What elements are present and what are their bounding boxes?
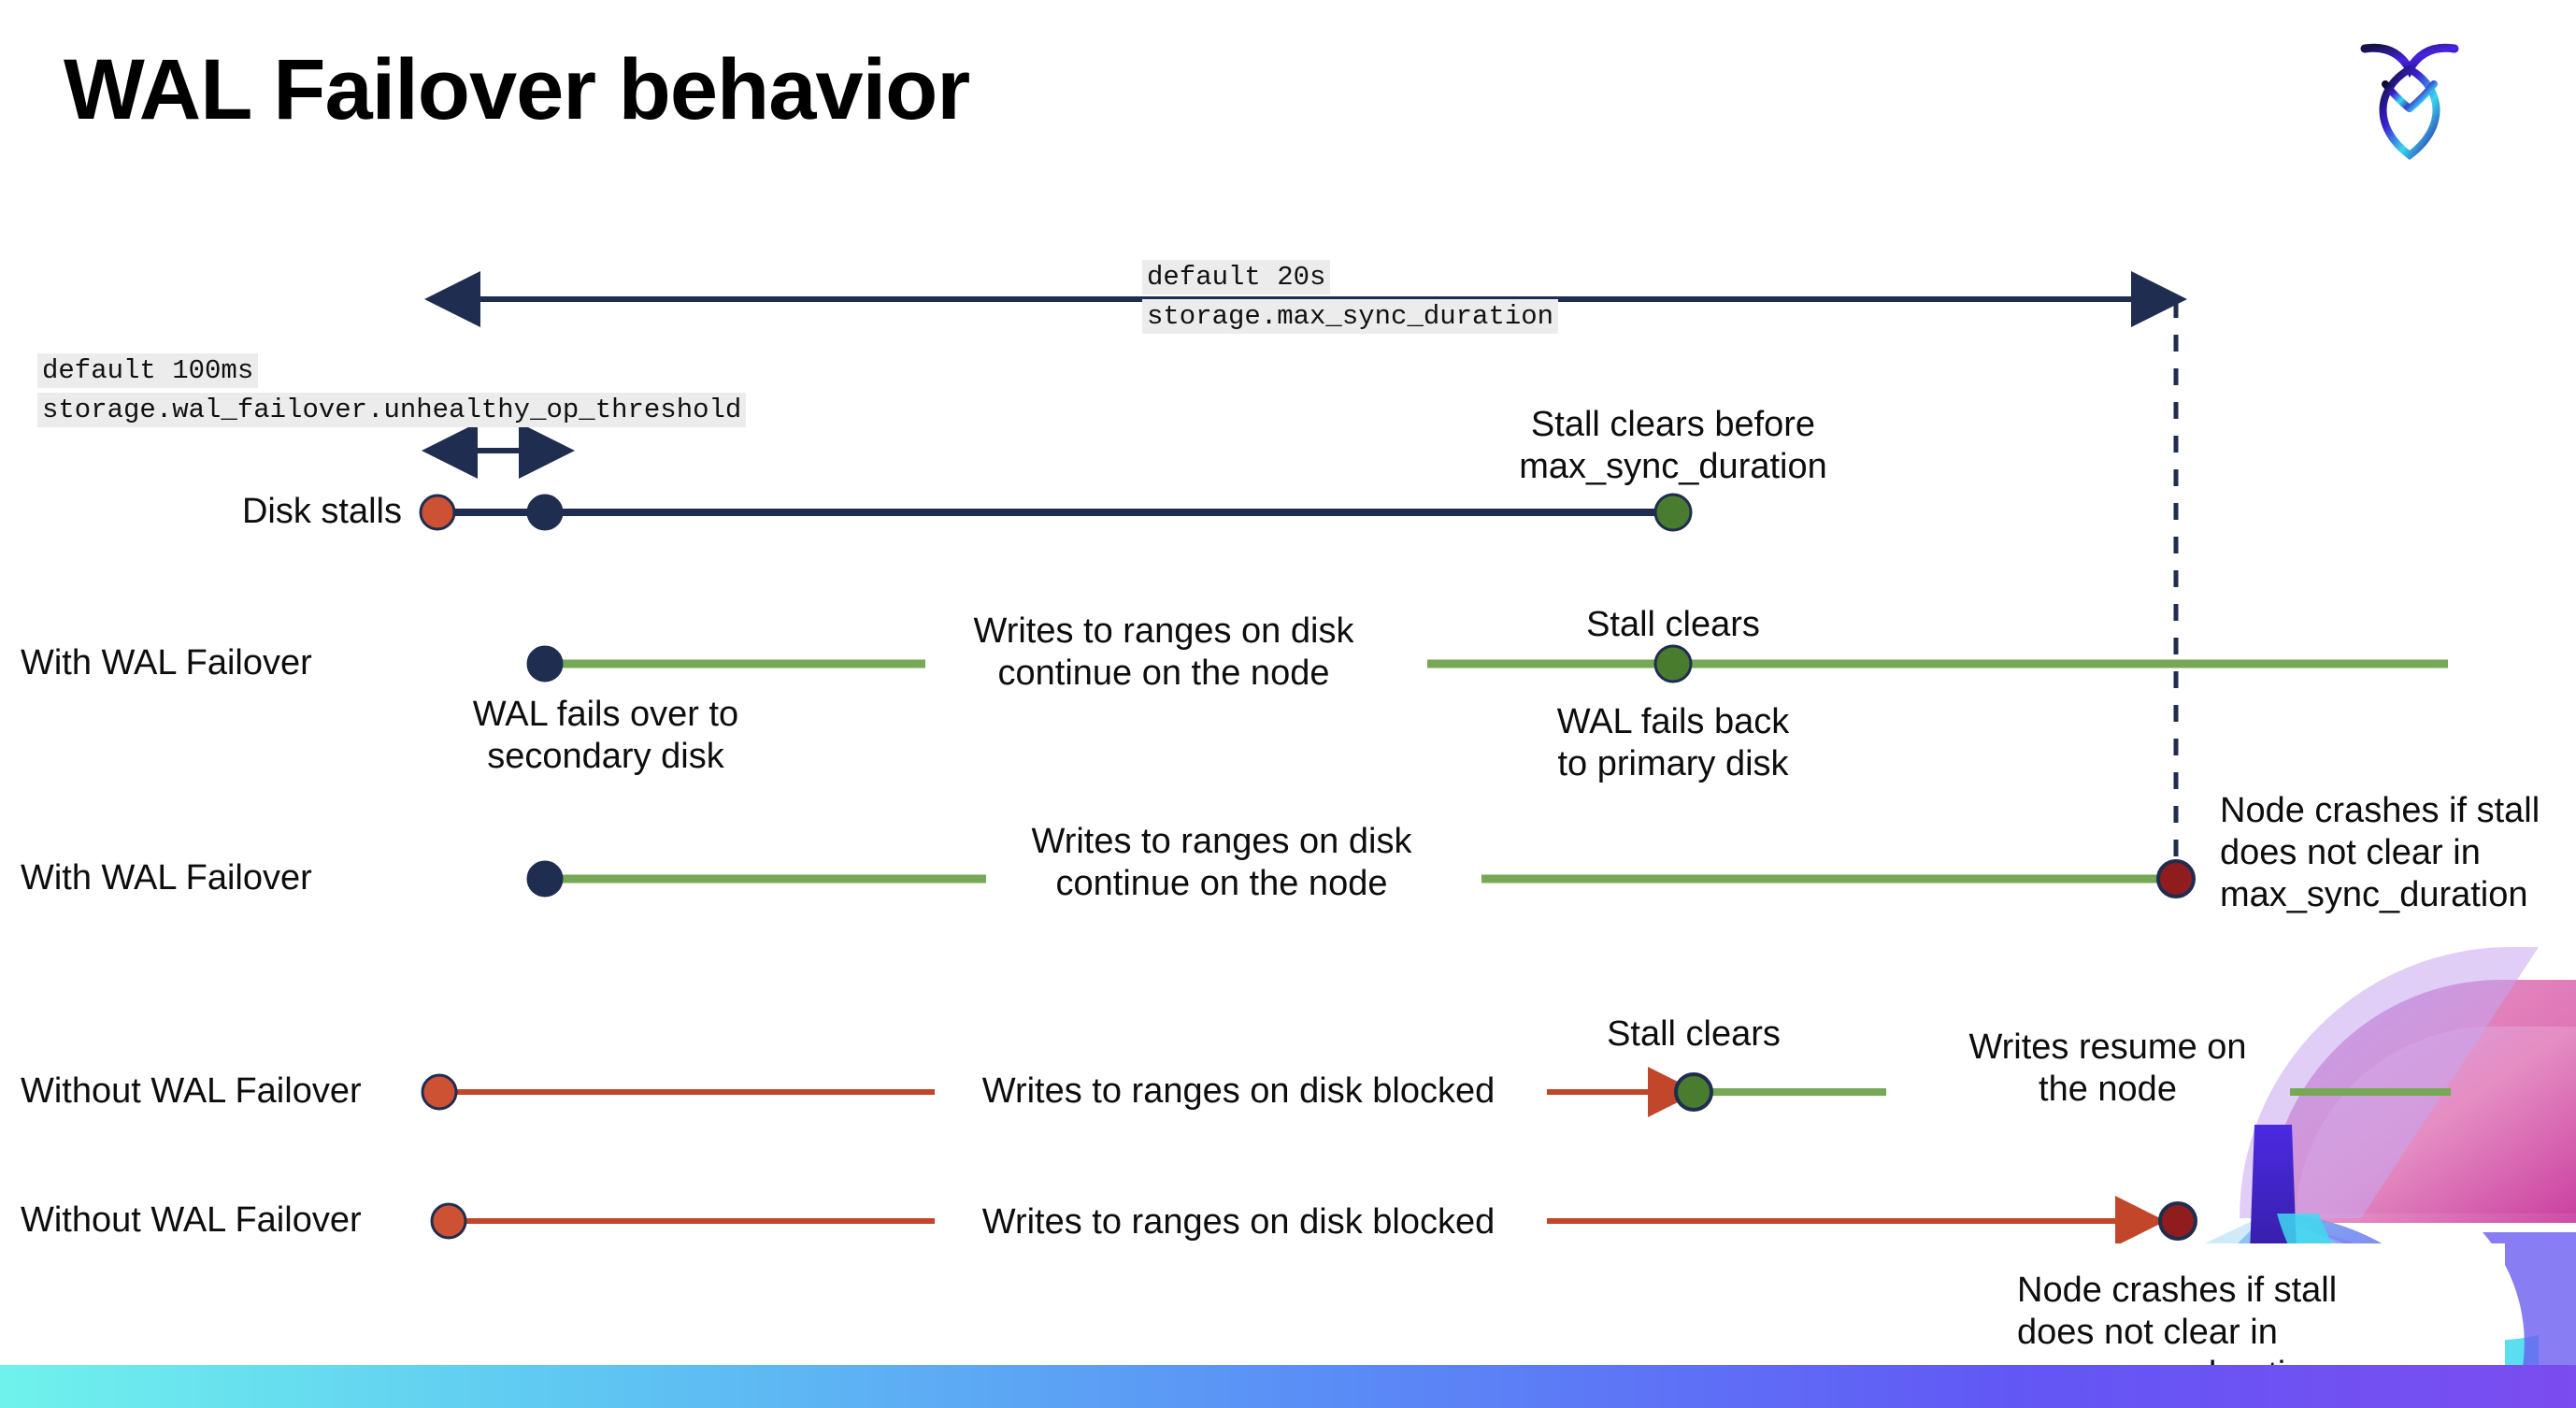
cockroach-logo-icon — [2360, 43, 2459, 160]
row-label-with-wal-failover-clears: With WAL Failover — [21, 643, 312, 682]
row4-start-dot — [421, 1073, 458, 1111]
row2-stall-clear-dot — [1653, 644, 1693, 683]
annotation-wal-fails-back: WAL fails back to primary disk — [1556, 702, 1790, 783]
annotation-node-crashes-1: Node crashes if stall does not clear in … — [2220, 791, 2540, 914]
annotation-stall-clears-2: Stall clears — [1607, 1014, 1781, 1054]
row3-crash-dot — [2156, 859, 2196, 898]
row-disk-stalls-failover-dot — [526, 494, 564, 531]
annotation-stall-clears: Stall clears — [1586, 605, 1760, 644]
row-disk-stalls-clear-dot — [1653, 493, 1693, 532]
max-sync-duration-default-chip: default 20s — [1142, 260, 1331, 295]
footer-gradient-bar — [0, 1365, 2576, 1408]
annotation-writes-continue: Writes to ranges on disk continue on the… — [973, 611, 1354, 693]
row4-stall-clear-dot — [1674, 1072, 1713, 1112]
callout-backdrop-left-gap — [0, 1243, 1953, 1346]
row-label-disk-stalls: Disk stalls — [241, 492, 402, 531]
annotation-stall-clears-before: Stall clears before max_sync_duration — [1519, 405, 1827, 486]
annotation-writes-blocked: Writes to ranges on disk blocked — [981, 1071, 1496, 1111]
unhealthy-op-threshold-name-chip: storage.wal_failover.unhealthy_op_thresh… — [37, 393, 747, 427]
annotation-writes-continue-2: Writes to ranges on disk continue on the… — [1031, 822, 1412, 903]
unhealthy-op-threshold-default-chip: default 100ms — [37, 353, 259, 388]
annotation-wal-fails-over: WAL fails over to secondary disk — [472, 695, 739, 776]
row-disk-stalls-start-dot — [419, 494, 456, 531]
row-label-with-wal-failover-crash: With WAL Failover — [21, 858, 312, 898]
row5-crash-dot — [2158, 1201, 2197, 1241]
annotation-writes-resume: Writes resume on the node — [1968, 1027, 2247, 1109]
row-label-without-wal-failover-clears: Without WAL Failover — [21, 1071, 362, 1111]
row5-start-dot — [430, 1202, 467, 1240]
row3-failover-dot — [526, 860, 564, 898]
row2-failover-dot — [526, 645, 564, 682]
row-label-without-wal-failover-crash: Without WAL Failover — [21, 1200, 362, 1240]
max-sync-duration-name-chip: storage.max_sync_duration — [1142, 299, 1559, 334]
page-title: WAL Failover behavior — [64, 42, 970, 137]
annotation-writes-blocked-2: Writes to ranges on disk blocked — [981, 1202, 1496, 1242]
